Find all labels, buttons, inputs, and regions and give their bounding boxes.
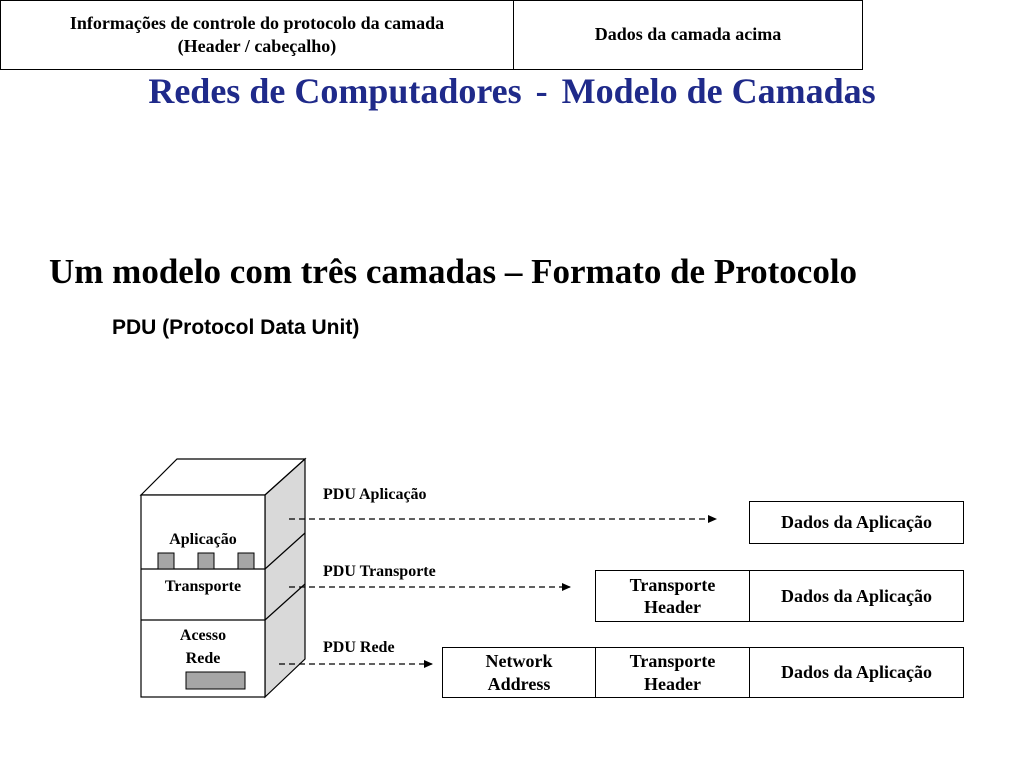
pdu-format-table: Informações de controle do protocolo da … bbox=[0, 0, 863, 70]
pdu-header-cell: Informações de controle do protocolo da … bbox=[1, 1, 514, 69]
title-separator: - bbox=[535, 71, 548, 111]
layer-label-transport: Transporte bbox=[164, 578, 242, 595]
pdu-transport-label: PDU Transporte bbox=[323, 563, 436, 580]
layer-label-net-line2: Rede bbox=[185, 650, 221, 668]
slide-subtitle: Um modelo com três camadas – Formato de … bbox=[49, 252, 858, 291]
slide-title: Redes de Computadores-Modelo de Camadas bbox=[0, 70, 1024, 112]
title-right: Modelo de Camadas bbox=[561, 71, 876, 111]
net-pdu-data-box: Dados da Aplicação bbox=[749, 647, 964, 698]
net-pdu-transport-header-box: Transporte Header bbox=[595, 647, 750, 698]
pdu-label: PDU (Protocol Data Unit) bbox=[112, 316, 360, 339]
transport-header-line1: Transporte bbox=[629, 574, 716, 595]
transport-pdu-data-box: Dados da Aplicação bbox=[749, 570, 964, 622]
title-left: Redes de Computadores bbox=[148, 71, 522, 111]
side-divider-2 bbox=[264, 583, 306, 621]
network-address-line2: Address bbox=[487, 673, 551, 694]
network-slot bbox=[185, 671, 246, 690]
interface-square-3 bbox=[237, 552, 255, 570]
net-transport-header-line1: Transporte bbox=[629, 651, 716, 671]
pdu-app-label: PDU Aplicação bbox=[323, 486, 427, 503]
transport-pdu-header-box: Transporte Header bbox=[595, 570, 750, 622]
layer-label-app: Aplicação bbox=[169, 531, 237, 548]
transport-header-line2: Header bbox=[644, 597, 701, 617]
net-pdu-address-box: Network Address bbox=[442, 647, 596, 698]
pdu-net-label: PDU Rede bbox=[323, 639, 395, 656]
layer-label-net-line1: Acesso bbox=[179, 627, 227, 644]
net-transport-header-line2: Header bbox=[644, 673, 701, 694]
stack-front-face bbox=[140, 494, 266, 698]
pdu-header-line1: Informações de controle do protocolo da … bbox=[69, 12, 445, 33]
interface-square-2 bbox=[197, 552, 215, 570]
network-address-line1: Network bbox=[485, 651, 553, 671]
pdu-header-line2: (Header / cabeçalho) bbox=[177, 36, 337, 56]
layer-label-net: Acesso Rede bbox=[141, 624, 265, 670]
app-pdu-data-box: Dados da Aplicação bbox=[749, 501, 964, 544]
stack-side-face bbox=[264, 457, 306, 699]
pdu-data-cell: Dados da camada acima bbox=[594, 24, 782, 45]
interface-square-1 bbox=[157, 552, 175, 570]
side-divider-1 bbox=[264, 532, 306, 570]
